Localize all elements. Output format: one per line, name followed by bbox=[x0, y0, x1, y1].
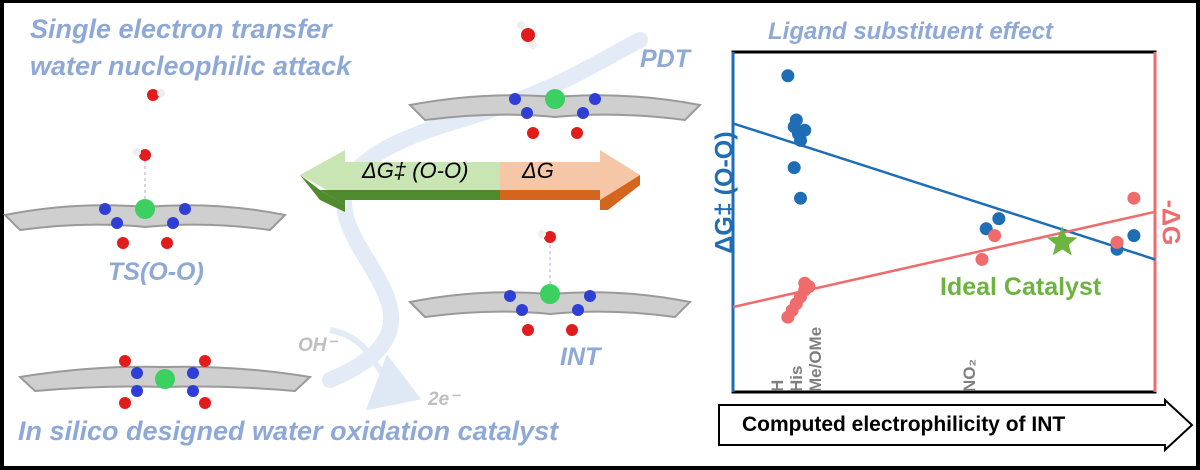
data-point-series-0-9 bbox=[992, 212, 1006, 226]
x-tick-label-3: NO₂ bbox=[960, 358, 980, 392]
barrier-arrow bbox=[300, 150, 500, 212]
x-tick-label-1: His bbox=[787, 365, 807, 392]
reaction-path-curve-lower bbox=[329, 327, 422, 411]
data-point-series-0-0 bbox=[781, 69, 795, 83]
driving-force-arrow bbox=[500, 150, 640, 210]
chart-marks bbox=[732, 69, 1156, 324]
ideal-catalyst-label: Ideal Catalyst bbox=[940, 273, 1102, 301]
data-point-series-0-3 bbox=[787, 120, 801, 134]
left-title-line2: water nucleophilic attack bbox=[30, 51, 352, 81]
data-point-series-0-7 bbox=[794, 191, 808, 205]
x-axis-arrow bbox=[718, 397, 1194, 453]
molecule-int-model bbox=[407, 230, 693, 336]
data-point-series-1-8 bbox=[988, 229, 1002, 243]
data-point-series-0-4 bbox=[798, 123, 812, 137]
data-point-series-1-7 bbox=[975, 252, 989, 266]
label-hydroxide: OH⁻ bbox=[298, 335, 337, 356]
bottom-caption: In silico designed water oxidation catal… bbox=[18, 416, 559, 446]
y-axis-label-right: -ΔG bbox=[1156, 199, 1185, 246]
reaction-path-curve bbox=[322, 32, 648, 388]
x-tick-label-2: Me/OMe bbox=[806, 326, 826, 392]
x-tick-label-0: H bbox=[768, 379, 788, 392]
label-int: INT bbox=[560, 343, 601, 371]
data-point-series-1-6 bbox=[798, 276, 812, 290]
data-point-series-0-6 bbox=[787, 161, 801, 175]
barrier-arrow-label: ΔG‡ (O-O) bbox=[362, 158, 469, 183]
left-title-line1: Single electron transfer bbox=[30, 14, 332, 44]
chart-frame bbox=[731, 50, 1157, 394]
ideal-catalyst-star bbox=[1046, 226, 1078, 256]
chart-title: Ligand substituent effect bbox=[768, 18, 1053, 45]
driving-arrow-label: ΔG bbox=[522, 158, 554, 183]
data-point-series-0-5 bbox=[794, 133, 808, 147]
label-ts: TS(O-O) bbox=[108, 258, 204, 286]
label-electrons: 2e⁻ bbox=[428, 389, 460, 410]
molecule-ts-model bbox=[2, 89, 288, 249]
data-point-series-1-9 bbox=[1110, 235, 1124, 249]
data-point-series-1-10 bbox=[1127, 191, 1141, 205]
data-point-series-0-11 bbox=[1127, 229, 1141, 243]
molecule-pdt-model bbox=[407, 21, 703, 139]
x-axis-label: Computed electrophilicity of INT bbox=[742, 413, 1066, 436]
y-axis-label-left: ΔG‡ (O-O) bbox=[710, 131, 739, 254]
label-pdt: PDT bbox=[640, 45, 690, 73]
molecule-catalyst-model bbox=[17, 355, 313, 409]
